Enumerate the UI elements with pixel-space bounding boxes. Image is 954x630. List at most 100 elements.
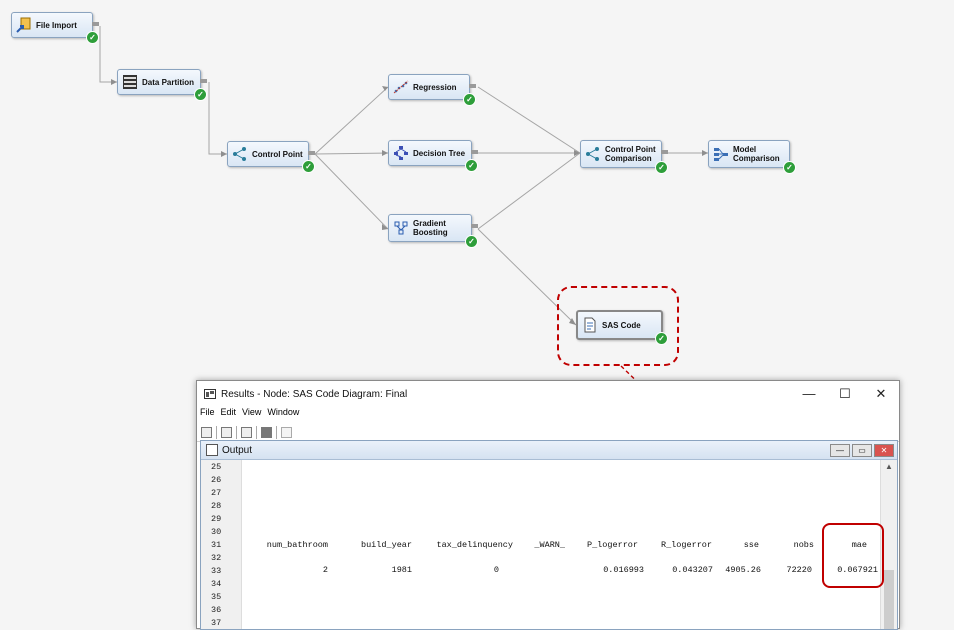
- node-label: Data Partition: [142, 77, 195, 87]
- toolbar-separator: [216, 425, 217, 439]
- sas-code-icon: [584, 317, 596, 333]
- toolbar-separator: [276, 425, 277, 439]
- column-header: build_year: [360, 540, 412, 550]
- output-title: Output: [222, 444, 253, 456]
- control-point-icon: [233, 147, 246, 161]
- results-window: Results - Node: SAS Code Diagram: Final …: [196, 380, 900, 630]
- line-number: 29: [211, 514, 222, 524]
- toolbar-separator: [236, 425, 237, 439]
- table-cell: 4905.26: [725, 565, 761, 575]
- data-partition-icon: [123, 75, 137, 89]
- node-label: Decision Tree: [413, 148, 466, 158]
- vertical-scrollbar[interactable]: ▲: [880, 460, 897, 629]
- line-number: 33: [211, 566, 222, 576]
- output-icon: [206, 444, 218, 456]
- column-header: num_bathroom: [266, 540, 328, 550]
- window-titlebar[interactable]: Results - Node: SAS Code Diagram: Final …: [197, 381, 899, 407]
- panel-close-button[interactable]: ✕: [874, 443, 894, 457]
- window-title: Results - Node: SAS Code Diagram: Final: [221, 388, 408, 400]
- pin-icon[interactable]: [281, 426, 292, 438]
- close-button[interactable]: ✕: [875, 386, 887, 401]
- check-icon: ✓: [194, 88, 207, 101]
- node-label: SAS Code: [602, 320, 641, 330]
- output-port[interactable]: [471, 224, 478, 228]
- line-number: 34: [211, 579, 222, 589]
- node-label-line: Boosting: [413, 228, 448, 237]
- node-sas-code[interactable]: SAS Code ✓: [576, 310, 668, 345]
- output-port[interactable]: [661, 150, 668, 154]
- panel-restore-button[interactable]: ▭: [852, 443, 872, 457]
- line-number: 26: [211, 475, 222, 485]
- table-cell: 0.067921: [837, 565, 878, 575]
- column-header: nobs: [793, 540, 814, 550]
- gradient-boosting-icon: [394, 221, 408, 235]
- output-port[interactable]: [92, 22, 99, 26]
- check-icon: ✓: [86, 31, 99, 44]
- node-label-line: Comparison: [733, 154, 780, 163]
- node-control-point[interactable]: Control Point ✓: [227, 141, 315, 173]
- line-number: 27: [211, 488, 222, 498]
- table-cell: 0: [493, 565, 499, 575]
- toolbar-separator: [256, 425, 257, 439]
- menu-file[interactable]: File: [200, 407, 215, 417]
- print-icon[interactable]: [241, 426, 252, 438]
- check-icon: ✓: [463, 93, 476, 106]
- check-icon: ✓: [465, 235, 478, 248]
- node-label-line: Gradient: [413, 219, 446, 228]
- regression-icon: [393, 80, 409, 94]
- stop-icon[interactable]: [261, 426, 272, 438]
- node-label-line: Model: [733, 145, 757, 154]
- check-icon: ✓: [655, 161, 668, 174]
- scrollbar-thumb[interactable]: [884, 570, 894, 629]
- column-header: tax_delinquency: [436, 540, 513, 550]
- decision-tree-icon: [394, 146, 408, 160]
- panel-minimize-button[interactable]: —: [830, 443, 850, 457]
- node-decision-tree[interactable]: Decision Tree ✓: [388, 140, 478, 172]
- node-file-import[interactable]: File Import ✓: [11, 12, 99, 44]
- scroll-up-icon[interactable]: ▲: [885, 462, 893, 471]
- line-number: 37: [211, 618, 222, 628]
- node-label: Control Point: [252, 149, 303, 159]
- table-cell: 2: [322, 565, 328, 575]
- menu-view[interactable]: View: [242, 407, 262, 417]
- check-icon: ✓: [465, 159, 478, 172]
- output-panel-controls: — ▭ ✕: [828, 443, 894, 457]
- control-point-icon: [586, 147, 599, 161]
- node-regression[interactable]: Regression ✓: [388, 74, 476, 106]
- minimize-button[interactable]: —: [802, 386, 816, 401]
- annotation-highlight-mae: [822, 523, 884, 588]
- node-label: Regression: [413, 82, 457, 92]
- output-panel-header: Output — ▭ ✕: [201, 441, 897, 460]
- properties-icon[interactable]: [221, 426, 232, 438]
- maximize-button[interactable]: ☐: [839, 386, 851, 401]
- output-port[interactable]: [471, 150, 478, 154]
- output-port[interactable]: [308, 151, 315, 155]
- node-data-partition[interactable]: Data Partition ✓: [117, 69, 207, 101]
- menu-edit[interactable]: Edit: [220, 407, 237, 417]
- line-number: 25: [211, 462, 222, 472]
- menu-bar: File Edit View Window: [197, 407, 899, 423]
- node-label-line: Control Point: [605, 145, 656, 154]
- output-port[interactable]: [469, 84, 476, 88]
- check-icon: ✓: [655, 332, 668, 345]
- column-header: R_logerror: [660, 540, 712, 550]
- column-header: P_logerror: [586, 540, 638, 550]
- node-label-line: Comparison: [605, 154, 652, 163]
- line-number-gutter: 25 26 27 28 29 30 31 32 33 34 35 36 37: [201, 460, 242, 629]
- column-header: mae: [851, 540, 867, 550]
- line-number: 36: [211, 605, 222, 615]
- new-document-icon[interactable]: [201, 426, 212, 438]
- output-port[interactable]: [200, 79, 207, 83]
- table-cell: 1981: [391, 565, 412, 575]
- line-number: 31: [211, 540, 222, 550]
- column-header: sse: [743, 540, 759, 550]
- model-comparison-icon: [714, 148, 728, 161]
- node-label: File Import: [36, 20, 77, 30]
- menu-window[interactable]: Window: [267, 407, 300, 417]
- annotation-highlight-sas-code: [557, 286, 679, 366]
